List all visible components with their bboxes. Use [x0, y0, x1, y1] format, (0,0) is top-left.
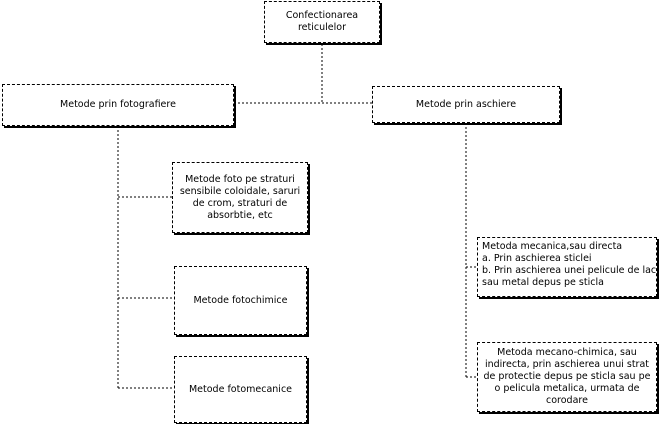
node-f3-line-1: Metode fotomecanice: [188, 383, 293, 395]
node-a1-line-2: a. Prin aschierea sticlei: [482, 253, 592, 264]
node-a2-line-5: corodare: [546, 395, 588, 406]
node-a1-line-4: sau metal depus pe sticla: [482, 277, 604, 288]
node-a2-line-3: de protectie depus pe sticla sau pe: [483, 371, 651, 382]
node-metode-foto-straturi: Metode foto pe straturi sensibile coloid…: [172, 162, 308, 233]
node-root-line-1: Confectionarea: [285, 10, 359, 21]
node-f1-line-2: sensibile coloidale, saruri: [179, 185, 301, 197]
node-metode-prin-aschiere: Metode prin aschiere: [372, 86, 560, 123]
node-a2-line-2: indirecta, prin aschierea unui strat: [484, 359, 649, 370]
node-metode-fotochimice: Metode fotochimice: [174, 266, 307, 335]
node-f2-line-1: Metode fotochimice: [193, 294, 288, 306]
node-metoda-mecano-chimica: Metoda mecano-chimica, sau indirecta, pr…: [477, 342, 657, 412]
node-a2-line-1: Metoda mecano-chimica, sau: [497, 347, 637, 358]
node-metoda-mecanica: Metoda mecanica,sau directa a. Prin asch…: [477, 237, 657, 297]
node-metode-prin-aschiere-label: Metode prin aschiere: [415, 98, 517, 110]
node-f1-line-3: de crom, straturi de: [192, 197, 288, 209]
node-f1-line-1: Metode foto pe straturi: [185, 173, 295, 185]
node-root: Confectionarea reticulelor: [264, 1, 380, 43]
node-metode-prin-fotografiere-label: Metode prin fotografiere: [60, 99, 176, 110]
node-a1-line-3: b. Prin aschierea unei pelicule de lac: [482, 265, 657, 276]
node-a1-line-1: Metoda mecanica,sau directa: [482, 241, 623, 252]
node-root-line-2: reticulelor: [297, 22, 346, 33]
node-f1-line-4: absorbtie, etc: [207, 209, 273, 221]
node-a2-line-4: o pelicula metalica, urmata de: [494, 383, 640, 394]
node-metode-fotomecanice: Metode fotomecanice: [174, 356, 307, 423]
node-metode-prin-fotografiere: Metode prin fotografiere: [2, 84, 234, 126]
